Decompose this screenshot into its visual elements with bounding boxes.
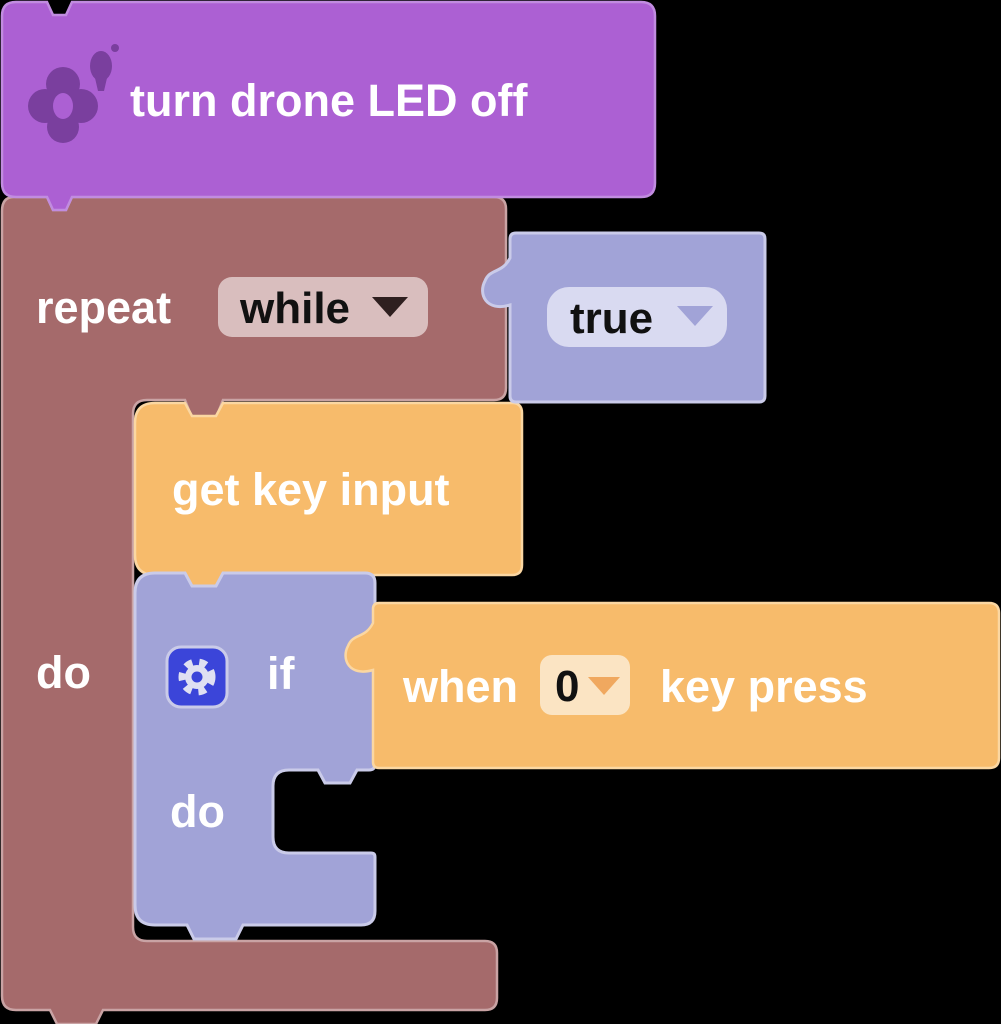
- get-key-input-block[interactable]: [133, 401, 524, 590]
- if-label: if: [267, 648, 296, 699]
- if-block[interactable]: [133, 571, 377, 941]
- repeat-do-label: do: [36, 647, 91, 698]
- drone-led-icon: [28, 44, 119, 143]
- dropdown-arrow-icon: [588, 677, 620, 695]
- repeat-while-loop-block[interactable]: [0, 195, 508, 1024]
- mutator-gear-icon[interactable]: [165, 645, 229, 709]
- when-label: when: [402, 661, 518, 712]
- dropdown-arrow-icon: [677, 306, 713, 326]
- turn-drone-led-off-block[interactable]: [0, 0, 657, 212]
- true-dropdown[interactable]: true: [547, 287, 727, 347]
- repeat-label: repeat: [36, 282, 171, 333]
- true-dropdown-value: true: [570, 294, 653, 343]
- when-key-press-block[interactable]: [344, 601, 1001, 770]
- repeat-mode-dropdown[interactable]: while: [218, 277, 428, 337]
- key-dropdown-value: 0: [555, 662, 579, 711]
- key-dropdown[interactable]: 0: [540, 655, 630, 715]
- dropdown-arrow-icon: [372, 297, 408, 317]
- repeat-mode-value: while: [239, 284, 350, 333]
- get-key-input-label: get key input: [172, 464, 450, 515]
- key-press-label: key press: [660, 661, 868, 712]
- turn-led-off-label: turn drone LED off: [130, 75, 528, 126]
- if-do-label: do: [170, 786, 225, 837]
